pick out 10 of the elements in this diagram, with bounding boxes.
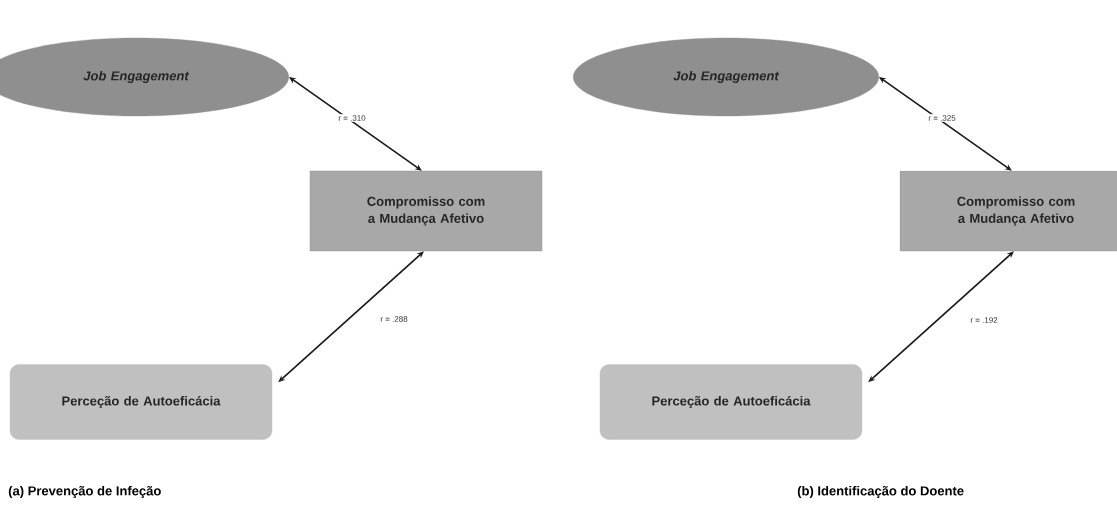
edge-label: r = .310: [337, 114, 367, 122]
edge-label: r = .192: [969, 316, 999, 324]
process-box: Compromisso com a Mudança Afetivo: [309, 170, 543, 252]
edge-label: r = .288: [379, 315, 409, 323]
process-box: Compromisso com a Mudança Afetivo: [899, 170, 1117, 252]
caption: (a) Prevenção de Infeção: [8, 485, 161, 499]
edge-label: r = .325: [927, 114, 957, 122]
rounded-box: Perceção de Autoeficácia: [599, 364, 863, 440]
rounded-box: Perceção de Autoeficácia: [9, 364, 273, 440]
caption: (b) Identificação do Doente: [797, 485, 964, 499]
